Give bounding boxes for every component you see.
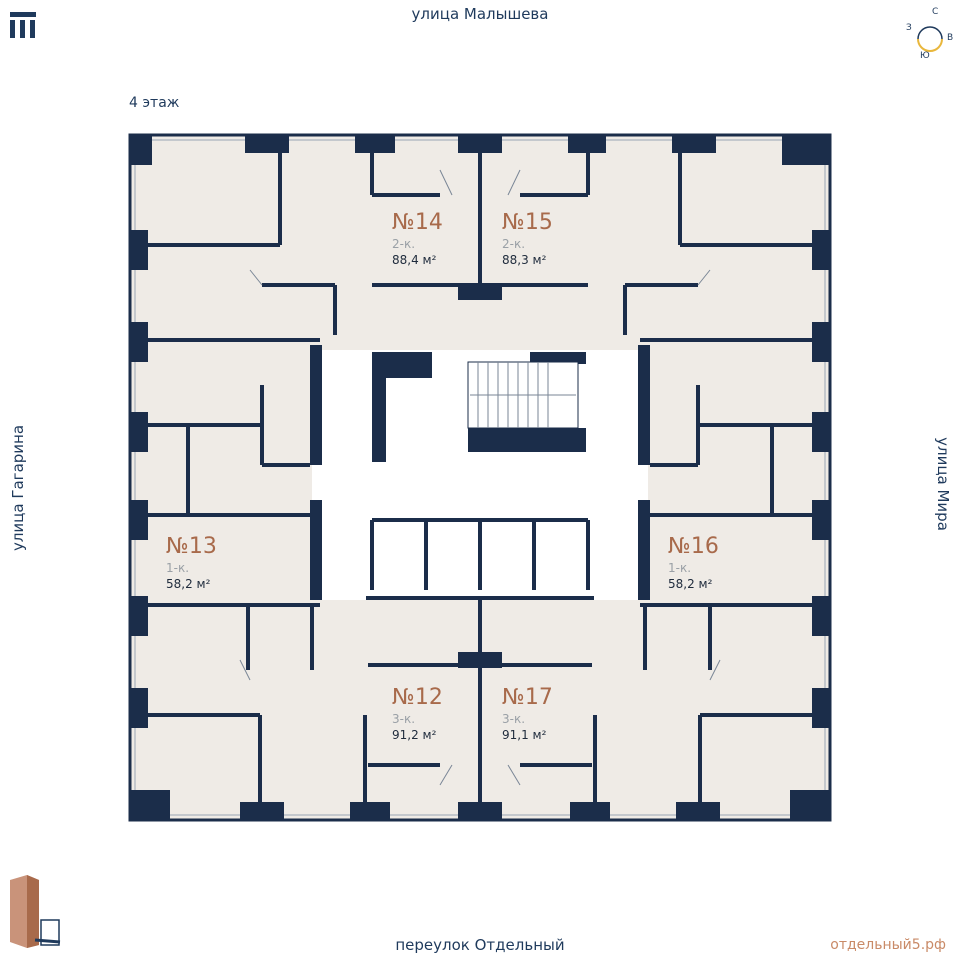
apartment-area: 88,4 м²	[392, 253, 437, 267]
compass-north: С	[932, 7, 939, 17]
compass-icon	[917, 26, 943, 52]
apartment-rooms: 1-к.	[668, 561, 692, 575]
apartment-number: №15	[502, 210, 553, 235]
apartment-13[interactable]: №13 1-к. 58,2 м²	[166, 534, 296, 592]
street-bottom-label: переулок Отдельный	[395, 936, 565, 954]
apartment-16[interactable]: №16 1-к. 58,2 м²	[668, 534, 798, 592]
apartment-area: 58,2 м²	[166, 577, 211, 591]
apartment-rooms: 3-к.	[502, 712, 526, 726]
apartment-area: 58,2 м²	[668, 577, 713, 591]
apartment-15[interactable]: №15 2-к. 88,3 м²	[502, 210, 632, 268]
apartment-area: 88,3 м²	[502, 253, 547, 267]
apartment-17[interactable]: №17 3-к. 91,1 м²	[502, 685, 632, 743]
compass: С З В Ю	[900, 5, 960, 65]
apartment-12[interactable]: №12 3-к. 91,2 м²	[392, 685, 522, 743]
apartment-rooms: 1-к.	[166, 561, 190, 575]
compass-west: З	[906, 23, 912, 33]
apartment-rooms: 2-к.	[392, 237, 416, 251]
apartment-rooms: 3-к.	[392, 712, 416, 726]
apartment-number: №17	[502, 685, 553, 710]
building-thumbnail-icon	[10, 875, 61, 948]
logo-icon	[10, 12, 36, 38]
compass-east: В	[947, 33, 954, 43]
street-left-label: улица Гагарина	[9, 424, 27, 552]
apartment-area: 91,1 м²	[502, 728, 547, 742]
street-right-label: улица Мира	[934, 437, 952, 531]
apartment-14[interactable]: №14 2-к. 88,4 м²	[392, 210, 522, 268]
floor-label: 4 этаж	[129, 95, 180, 111]
apartment-number: №14	[392, 210, 443, 235]
street-top-label: улица Малышева	[411, 5, 549, 23]
apartment-number: №12	[392, 685, 443, 710]
apartment-area: 91,2 м²	[392, 728, 437, 742]
site-url[interactable]: отдельный5.рф	[830, 937, 946, 953]
compass-south: Ю	[920, 51, 930, 61]
apartment-number: №16	[668, 534, 719, 559]
apartment-rooms: 2-к.	[502, 237, 526, 251]
apartment-number: №13	[166, 534, 217, 559]
